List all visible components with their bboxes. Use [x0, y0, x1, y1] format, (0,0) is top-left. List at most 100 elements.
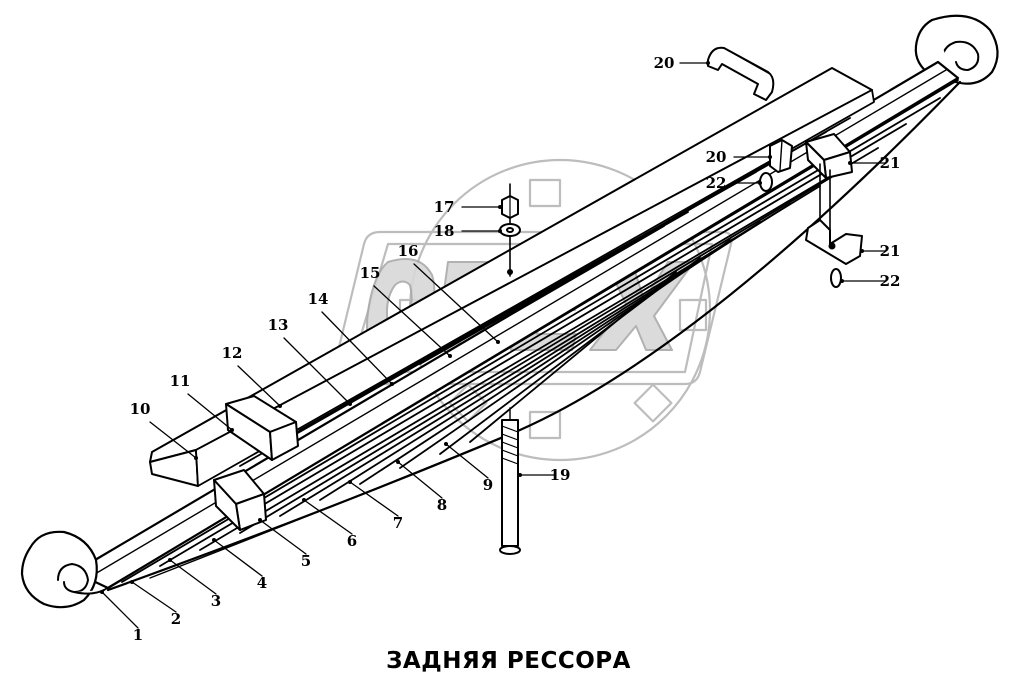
- leaf-spring-pack: [20, 14, 999, 609]
- callout-leader-c9: [445, 443, 489, 479]
- callout-c20a: 20: [654, 54, 710, 72]
- callout-leader-c4: [213, 539, 263, 577]
- callout-pointer-c22a: [758, 181, 762, 185]
- callout-pointer-c10: [194, 456, 198, 460]
- callout-number-c20b: 20: [706, 148, 727, 166]
- callout-number-c20a: 20: [654, 54, 675, 72]
- callout-c4: 4: [212, 538, 267, 592]
- callout-pointer-c1: [100, 590, 104, 594]
- callout-pointer-c7: [348, 480, 352, 484]
- callout-leader-c8: [397, 461, 443, 499]
- callout-c12: 12: [222, 344, 282, 408]
- callout-c15: 15: [360, 264, 452, 358]
- callout-pointer-c22b: [840, 279, 844, 283]
- rebound-pad: [149, 67, 875, 487]
- callout-c9: 9: [444, 442, 493, 494]
- callout-pointer-c21a: [848, 161, 852, 165]
- callout-number-c13: 13: [268, 316, 289, 334]
- callout-c6: 6: [302, 498, 357, 550]
- callout-number-c3: 3: [211, 592, 221, 610]
- callout-number-c22a: 22: [706, 174, 727, 192]
- callout-pointer-c17: [498, 205, 502, 209]
- callout-pointer-c16: [496, 340, 500, 344]
- callout-leader-c6: [303, 499, 353, 535]
- callout-leader-c11: [187, 393, 233, 431]
- centre-bolt: [499, 407, 521, 555]
- callout-c21a: 21: [848, 154, 900, 172]
- callout-pointer-c11: [230, 428, 234, 432]
- callout-number-c9: 9: [483, 476, 493, 494]
- callout-number-c2: 2: [171, 610, 181, 628]
- rear-clip-band: [805, 133, 853, 179]
- callout-c21b: 21: [860, 242, 900, 260]
- callout-number-c7: 7: [393, 514, 403, 532]
- callout-leader-c2: [131, 581, 177, 613]
- callout-pointer-c8: [396, 460, 400, 464]
- callout-pointer-c12: [278, 404, 282, 408]
- callout-c17: 17: [434, 198, 502, 216]
- callout-leader-c14: [321, 311, 393, 385]
- callout-c18: 18: [434, 222, 502, 240]
- callout-c10: 10: [130, 400, 198, 460]
- callout-number-c21a: 21: [880, 154, 901, 172]
- callout-pointer-c2: [130, 580, 134, 584]
- callout-pointer-c4: [212, 538, 216, 542]
- centre-bolt-tip: [507, 269, 513, 275]
- callout-c14: 14: [308, 290, 394, 386]
- upper-leaves: [239, 117, 851, 467]
- callout-number-c17: 17: [434, 198, 455, 216]
- callout-leader-c5: [259, 519, 307, 555]
- callout-leader-c16: [413, 263, 499, 343]
- callout-number-c19: 19: [550, 466, 571, 484]
- callout-pointer-c20b: [768, 155, 772, 159]
- callout-pointer-c15: [448, 354, 452, 358]
- callout-c7: 7: [348, 480, 403, 532]
- callout-c22b: 22: [840, 272, 900, 290]
- callout-c16: 16: [398, 242, 500, 344]
- callout-number-c10: 10: [130, 400, 151, 418]
- callout-pointer-c13: [348, 402, 352, 406]
- callout-c22a: 22: [706, 174, 762, 192]
- callout-pointer-c14: [390, 382, 394, 386]
- callout-c2: 2: [130, 580, 181, 628]
- callout-c13: 13: [268, 316, 352, 406]
- callout-pointer-c21b: [860, 249, 864, 253]
- callout-number-c1: 1: [133, 626, 143, 644]
- callout-number-c4: 4: [257, 574, 267, 592]
- callout-number-c8: 8: [437, 496, 447, 514]
- callout-number-c15: 15: [360, 264, 381, 282]
- diagram-caption: ЗАДНЯЯ РЕССОРА: [386, 648, 631, 674]
- callout-number-c12: 12: [222, 344, 243, 362]
- callout-number-c6: 6: [347, 532, 357, 550]
- callout-number-c14: 14: [308, 290, 329, 308]
- clamp-plate-lower: [805, 163, 863, 265]
- front-rebound-clip: [225, 395, 299, 461]
- callout-pointer-c20a: [706, 61, 710, 65]
- callout-c8: 8: [396, 460, 447, 514]
- callout-leader-c15: [373, 285, 451, 357]
- clamp-bracket-rear: [769, 139, 793, 173]
- callout-number-c16: 16: [398, 242, 419, 260]
- callout-c20b: 20: [706, 148, 772, 166]
- callout-number-c18: 18: [434, 222, 455, 240]
- callout-leader-c7: [349, 481, 399, 517]
- callout-c1: 1: [100, 590, 143, 644]
- callout-leader-c12: [237, 365, 281, 407]
- callout-number-c22b: 22: [880, 272, 901, 290]
- callout-number-c21b: 21: [880, 242, 901, 260]
- callout-leader-c13: [283, 337, 351, 405]
- callout-number-c11: 11: [170, 372, 191, 390]
- callout-c5: 5: [258, 518, 311, 570]
- callout-c19: 19: [518, 466, 570, 484]
- callout-pointer-c5: [258, 518, 262, 522]
- callout-number-c5: 5: [301, 552, 311, 570]
- callout-c3: 3: [168, 558, 221, 610]
- front-spring-eye: [20, 530, 105, 609]
- clamp-rivet-lower: [830, 268, 842, 288]
- callout-leader-c1: [101, 591, 139, 629]
- callout-pointer-c18: [498, 229, 502, 233]
- callout-pointer-c19: [518, 473, 522, 477]
